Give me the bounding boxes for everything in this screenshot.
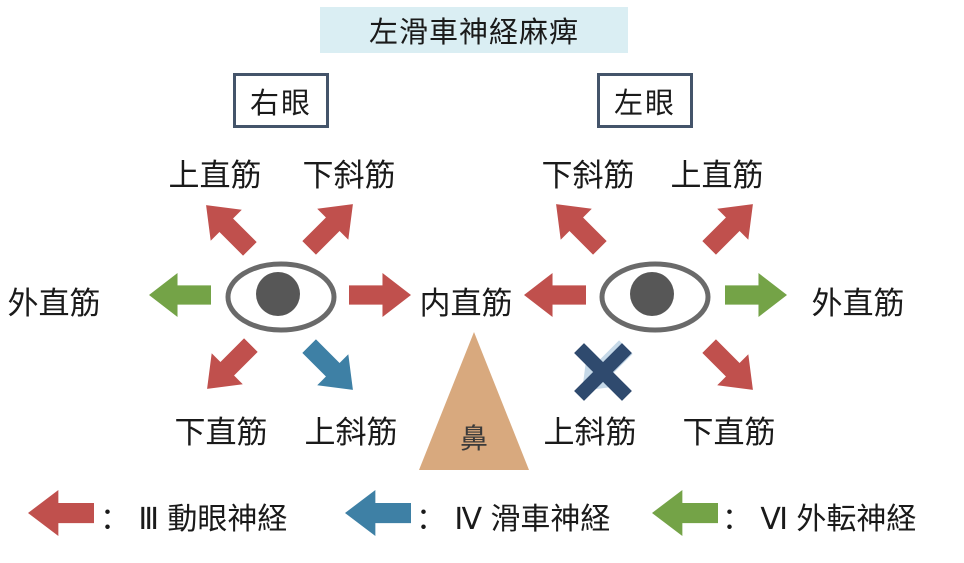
left-medial-rectus-arrow (524, 273, 586, 317)
left-inferior-oblique-label: 下斜筋 (541, 158, 635, 193)
page-title: 左滑車神経麻痺 (320, 7, 628, 53)
arrow-shape (28, 490, 94, 536)
legend-abducens-arrow (652, 490, 718, 536)
legend-abducens-label: ： Ⅵ 外転神経 (722, 503, 917, 536)
arrow-shape (302, 204, 353, 255)
legend-trochlear-label: ： Ⅳ 滑車神経 (416, 503, 611, 536)
nose-label: 鼻 (459, 423, 488, 454)
arrow-shape (725, 273, 787, 317)
right-medial-rectus-arrow (349, 273, 411, 317)
legend-oculomotor-arrow (28, 490, 94, 536)
left-eye-title-box: 左眼 (597, 73, 693, 128)
right-eye-pupil (256, 272, 300, 316)
right-lateral-rectus-label: 外直筋 (7, 286, 101, 321)
arrow-shape (556, 204, 607, 255)
right-eye-graphic (225, 261, 337, 333)
arrow-shape (207, 338, 258, 389)
left-superior-oblique-label: 上斜筋 (543, 415, 637, 450)
legend-oculomotor-label: ： Ⅲ 動眼神経 (100, 503, 288, 536)
right-superior-rectus-arrow (206, 205, 257, 256)
right-superior-oblique-label: 上斜筋 (304, 415, 398, 450)
left-lateral-rectus-arrow (725, 273, 787, 317)
left-inferior-rectus-label: 下直筋 (682, 415, 776, 450)
left-eye-pupil (630, 272, 674, 316)
right-inferior-oblique-arrow (302, 204, 353, 255)
right-inferior-oblique-label: 下斜筋 (302, 158, 396, 193)
nose-triangle (419, 332, 529, 470)
left-superior-rectus-arrow (702, 204, 753, 255)
left-lateral-rectus-label: 外直筋 (811, 286, 905, 321)
right-superior-oblique-arrow (302, 339, 353, 390)
nose-shape (419, 332, 529, 470)
right-inferior-rectus-arrow (207, 338, 258, 389)
arrow-shape (206, 205, 257, 256)
arrow-shape (302, 339, 353, 390)
arrow-shape (345, 490, 411, 536)
left-eye-title: 左眼 (613, 87, 676, 120)
medial-rectus-label: 内直筋 (419, 286, 513, 321)
left-superior-rectus-label: 上直筋 (670, 158, 764, 193)
arrow-shape (149, 273, 211, 317)
x-mark-icon (574, 343, 632, 401)
arrow-shape (702, 339, 753, 390)
x-mark-strokes (574, 343, 632, 401)
right-lateral-rectus-arrow (149, 273, 211, 317)
left-inferior-rectus-arrow (702, 339, 753, 390)
right-superior-rectus-label: 上直筋 (168, 158, 262, 193)
legend-trochlear-arrow (345, 490, 411, 536)
right-inferior-rectus-label: 下直筋 (174, 415, 268, 450)
arrow-shape (702, 204, 753, 255)
right-eye-title: 右眼 (249, 87, 312, 120)
left-eye-graphic (599, 261, 711, 333)
right-eye-title-box: 右眼 (233, 73, 329, 128)
left-inferior-oblique-arrow (556, 204, 607, 255)
arrow-shape (349, 273, 411, 317)
arrow-shape (524, 273, 586, 317)
arrow-shape (652, 490, 718, 536)
